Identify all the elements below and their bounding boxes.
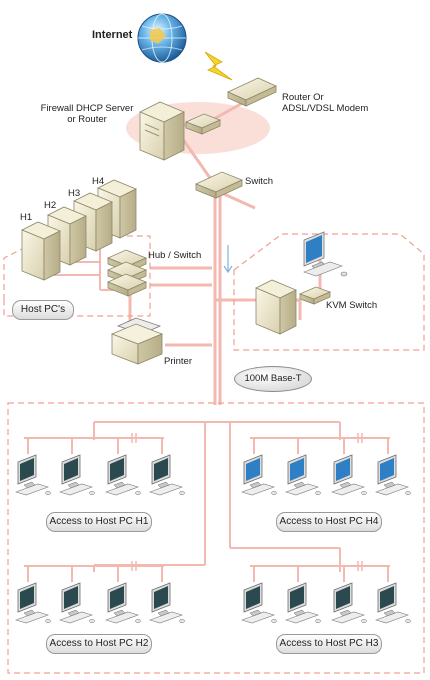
modem-label: Router Or ADSL/VDSL Modem (282, 92, 369, 114)
firewall-label: Firewall DHCP Server or Router (40, 103, 134, 125)
host-pc-h1-icon (21, 221, 61, 281)
workstation-monitor-icon (241, 582, 277, 624)
workstation-monitor-icon (375, 454, 411, 496)
hub-switch-label: Hub / Switch (148, 250, 202, 261)
internet-globe-icon (137, 13, 187, 63)
workstation-monitor-icon (285, 582, 321, 624)
workstation-monitor-icon (15, 454, 51, 496)
workstation-monitor-icon (331, 582, 367, 624)
workstation-monitor-icon (285, 454, 321, 496)
group-label-h2: Access to Host PC H2 (46, 634, 152, 654)
workstation-monitor-icon (59, 454, 95, 496)
workstation-group (241, 433, 411, 496)
group-label-h3: Access to Host PC H3 (276, 634, 382, 654)
workstation-monitor-icon (331, 454, 367, 496)
printer-icon (110, 317, 164, 365)
workstation-groups (15, 433, 411, 624)
network-speed-bubble: 100M Base-T (234, 366, 312, 392)
printer-label: Printer (164, 356, 192, 367)
hub-switch-icon (106, 249, 148, 297)
workstation-group (15, 433, 185, 496)
kvm-switch-icon (298, 286, 332, 305)
host-pcs-badge: Host PC's (12, 300, 74, 320)
switch-icon (194, 171, 244, 199)
workstation-monitor-icon (105, 454, 141, 496)
workstation-monitor-icon (15, 582, 51, 624)
lightning-icon (204, 51, 233, 81)
kvm-monitor-icon (303, 231, 348, 277)
group-label-h1: Access to Host PC H1 (46, 512, 152, 532)
h2-label: H2 (44, 200, 57, 211)
workstation-monitor-icon (105, 582, 141, 624)
host-pcs-zone (3, 235, 151, 317)
h4-label: H4 (92, 176, 105, 187)
workstation-cables (93, 421, 341, 572)
workstation-monitor-icon (375, 582, 411, 624)
workstation-zone (7, 402, 425, 674)
h1-label: H1 (20, 212, 33, 223)
workstation-group (15, 561, 185, 624)
h3-label: H3 (68, 188, 81, 199)
firewall-server-icon (139, 101, 185, 161)
host-pc-towers (21, 179, 137, 281)
modem-icon (227, 77, 277, 107)
down-arrow-icon (223, 245, 233, 274)
workstation-monitor-icon (149, 454, 185, 496)
workstation-group (241, 561, 411, 624)
workstation-monitor-icon (59, 582, 95, 624)
switch-label: Switch (245, 176, 273, 187)
kvm-switch-label: KVM Switch (326, 300, 378, 311)
kvm-tower-icon (255, 279, 297, 335)
internet-label: Internet (92, 29, 133, 41)
router-icon (184, 113, 222, 135)
kvm-zone (233, 233, 425, 351)
workstation-monitor-icon (149, 582, 185, 624)
group-label-h4: Access to Host PC H4 (276, 512, 382, 532)
workstation-monitor-icon (241, 454, 277, 496)
